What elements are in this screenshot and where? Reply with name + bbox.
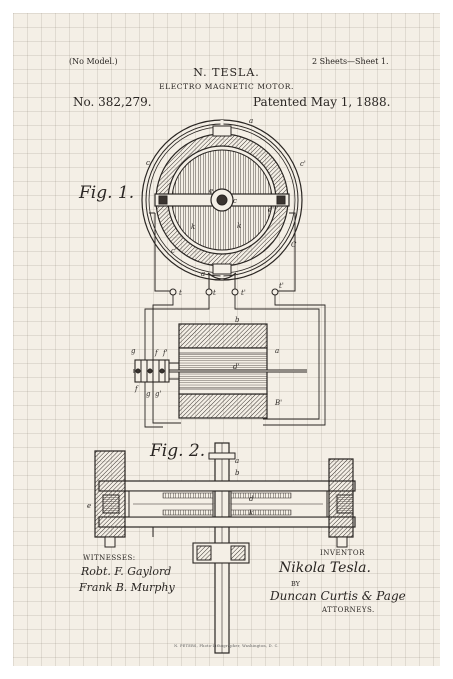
ref-term-t2: t [213,289,216,297]
ref-comm-fb: f [134,385,139,393]
ref-rotor-ep: e' [268,206,274,214]
ref-arm-a: a [275,347,279,355]
ref-f2-e: e [87,502,91,510]
attorneys-label: ATTORNEYS. [322,606,375,614]
ref-rotor-k-right: k [237,222,241,230]
ref-term-t3: t' [241,289,246,297]
patent-inventor-heading: N. TESLA. [193,66,260,79]
ref-a-top: a [249,117,253,125]
witness-1-signature: Robt. F. Gaylord [81,565,172,578]
fig1-wiring [144,295,326,428]
ref-comm-gp: g' [155,390,161,398]
model-note: (No Model.) [69,57,118,66]
patent-date: Patented May 1, 1888. [253,95,391,109]
ref-term-t4: t' [279,282,284,290]
ref-arm-bp: B' [274,399,282,407]
by-label: BY [291,580,300,588]
drawing-letters: a c c' C c' e c k k e' a t t t' t' b a d… [87,117,306,517]
lithographer-credit: N. PETERS, Photo-Lithographer, Washingto… [174,644,279,648]
patent-number: No. 382,279. [73,95,152,109]
ref-f2-b: b [235,469,240,477]
ref-comm-fp: f' [162,349,168,357]
ref-arm-b: b [235,316,240,324]
witnesses-label: WITNESSES: [83,554,136,562]
patent-drawing: a c c' C c' e c k k e' a t t t' t' b a d… [87,117,356,654]
ref-comm-gb: g [146,390,151,398]
ref-f2-d: d [249,495,254,503]
ref-rotor-c: c [233,197,237,205]
ref-c-right-top: c' [300,160,306,168]
ref-arm-d: d' [233,363,239,371]
ref-rotor-k-left: k [191,223,195,231]
figure-2-label: Fig. 2. [150,441,206,461]
ref-rotor-e: e [209,187,213,195]
ref-comm-f: f [154,349,159,357]
ref-term-t1: t [179,289,182,297]
patent-title: ELECTRO MAGNETIC MOTOR. [159,82,294,91]
fig1-motor [141,119,303,296]
attorneys-signature: Duncan Curtis & Page [270,589,406,603]
ref-c-left-bottom: c' [171,247,177,255]
sheet-count: 2 Sheets—Sheet 1. [312,57,389,66]
figure-1-label: Fig. 1. [79,183,135,203]
ref-comm-g: g [131,347,136,355]
ref-c-left: c [146,159,150,167]
ref-f2-a: a [235,457,239,465]
patent-sheet: (No Model.) 2 Sheets—Sheet 1. N. TESLA. … [13,13,440,666]
fig1-armature [133,323,307,419]
inventor-signature: Nikola Tesla. [279,560,371,576]
ref-c-right-bottom: C [291,241,297,249]
inventor-label: INVENTOR [320,549,365,557]
ref-term-a: a [201,270,205,278]
witness-2-signature: Frank B. Murphy [79,581,175,594]
fig2-section [94,442,356,654]
ref-f2-k: k [249,509,253,517]
